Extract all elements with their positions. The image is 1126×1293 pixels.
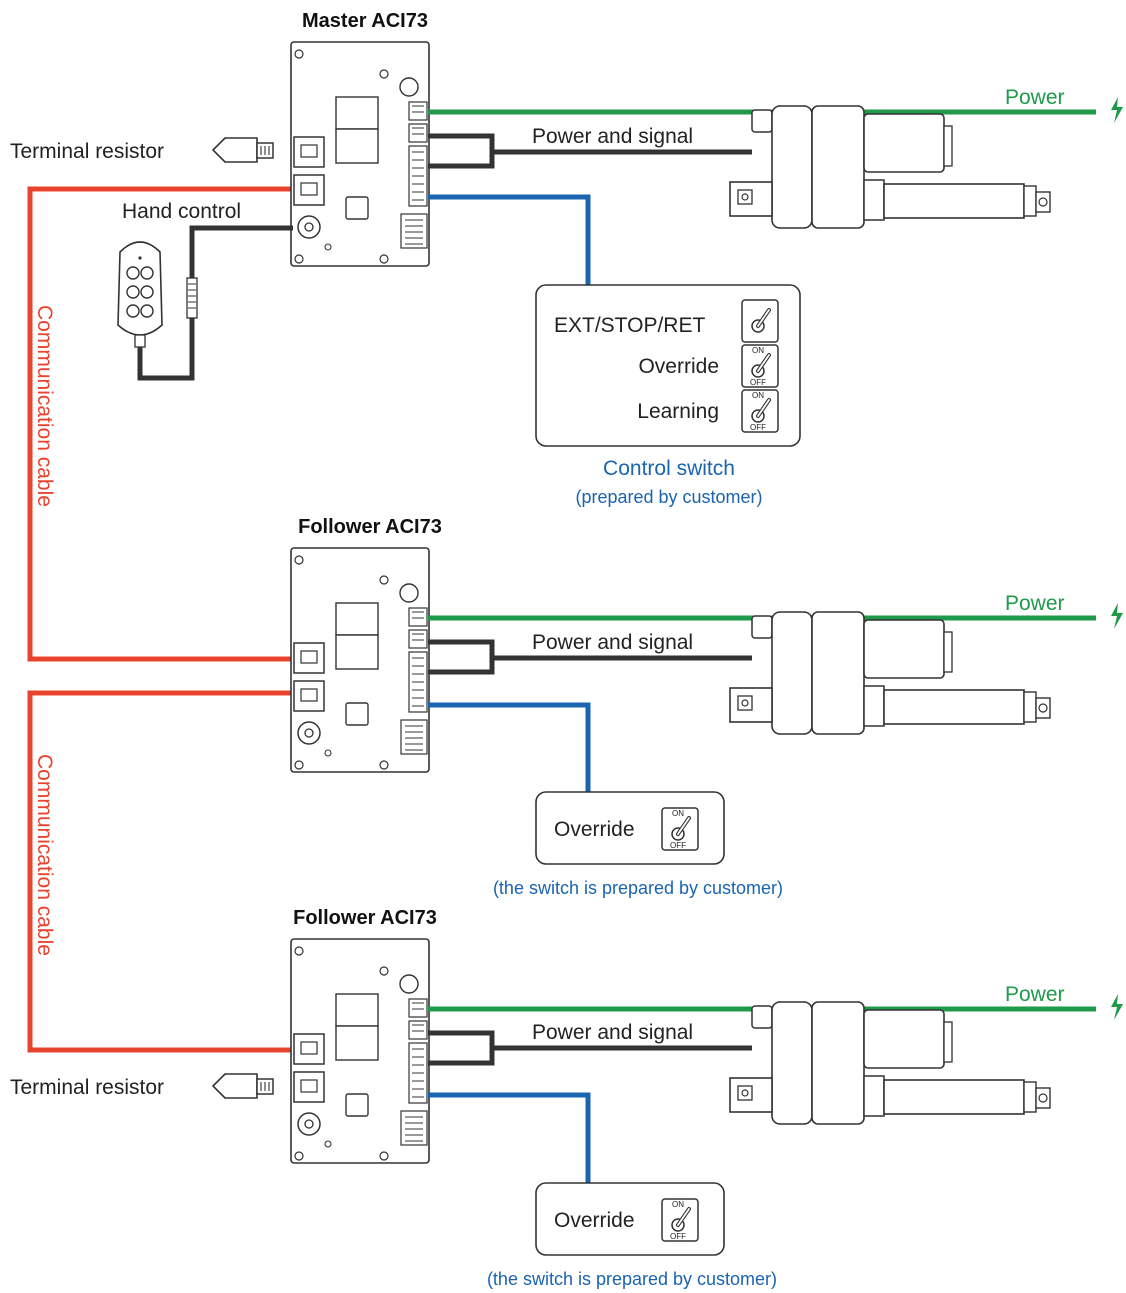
- svg-text:OFF: OFF: [670, 1232, 686, 1241]
- toggle-switch-icon: [740, 298, 780, 344]
- follower2-switch-caption: (the switch is prepared by customer): [487, 1269, 777, 1289]
- follower2-override-switch-box: Override ON OFF: [535, 1182, 725, 1256]
- follower1-switch-caption: (the switch is prepared by customer): [493, 878, 783, 898]
- svg-text:ON: ON: [752, 346, 764, 355]
- control-line-follower2: [428, 1092, 591, 1183]
- power-signal-line-2: [428, 639, 752, 675]
- control-switch-subcaption: (prepared by customer): [575, 487, 762, 507]
- master-control-switch-box: EXT/STOP/RET Override Learning ON OFF ON…: [535, 284, 801, 447]
- terminal-resistor-label-bottom: Terminal resistor: [10, 1076, 164, 1099]
- follower2-board-title: Follower ACI73: [293, 907, 437, 929]
- power-signal-label-1: Power and signal: [532, 125, 693, 148]
- follower1-controller-board: [290, 547, 430, 773]
- power-signal-line-3: [428, 1030, 752, 1066]
- svg-text:ON: ON: [672, 1200, 684, 1209]
- control-line-follower1: [428, 702, 591, 792]
- communication-cable-label-1: Communication cable: [33, 305, 56, 507]
- svg-text:ON: ON: [672, 809, 684, 818]
- override-label-master: Override: [638, 355, 719, 378]
- control-switch-caption: Control switch: [603, 457, 735, 480]
- hand-control-cable: [137, 225, 293, 381]
- follower1-board-title: Follower ACI73: [298, 516, 442, 538]
- lightning-bolt-icon: [1111, 994, 1123, 1020]
- rj-plug-icon: [212, 137, 274, 163]
- hand-pendant-icon: [117, 241, 198, 348]
- follower2-controller-board: [290, 938, 430, 1164]
- lightning-bolt-icon: [1111, 97, 1123, 123]
- svg-text:ON: ON: [752, 391, 764, 400]
- linear-actuator-1: [729, 105, 1051, 229]
- rj-plug-icon: [212, 1073, 274, 1099]
- master-controller-board: [290, 41, 430, 267]
- communication-cable-1: [27, 186, 293, 662]
- override-label-follower2: Override: [554, 1209, 635, 1232]
- hand-control-label: Hand control: [122, 200, 241, 223]
- linear-actuator-3: [729, 1001, 1051, 1125]
- ext-stop-ret-label: EXT/STOP/RET: [554, 314, 705, 337]
- override-label-follower1: Override: [554, 818, 635, 841]
- linear-actuator-2: [729, 611, 1051, 735]
- power-signal-line-1: [428, 133, 752, 169]
- power-signal-label-2: Power and signal: [532, 631, 693, 654]
- communication-cable-label-2: Communication cable: [33, 754, 56, 956]
- follower1-override-switch-box: Override ON OFF: [535, 791, 725, 865]
- master-board-title: Master ACI73: [302, 10, 428, 32]
- power-label-2: Power: [1005, 592, 1065, 615]
- svg-text:OFF: OFF: [670, 841, 686, 850]
- lightning-bolt-icon: [1111, 603, 1123, 629]
- svg-text:OFF: OFF: [750, 423, 766, 432]
- learning-label: Learning: [637, 400, 719, 423]
- power-label-1: Power: [1005, 86, 1065, 109]
- power-label-3: Power: [1005, 983, 1065, 1006]
- communication-cable-2: [27, 690, 293, 1053]
- terminal-resistor-label-top: Terminal resistor: [10, 140, 164, 163]
- svg-text:OFF: OFF: [750, 378, 766, 387]
- power-signal-label-3: Power and signal: [532, 1021, 693, 1044]
- control-line-master: [428, 194, 591, 285]
